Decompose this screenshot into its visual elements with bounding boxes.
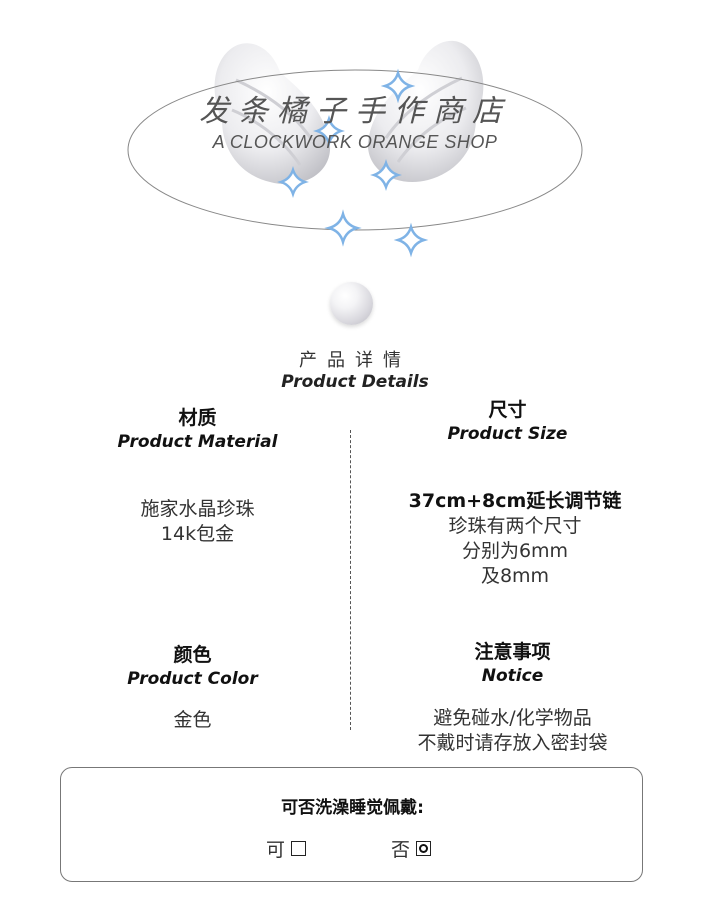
sparkle-icon bbox=[324, 209, 362, 247]
size-line: 及8mm bbox=[480, 565, 550, 587]
notice-line: 避免碰水/化学物品 bbox=[433, 707, 592, 729]
size-body: 37cm+8cm延长调节链 珍珠有两个尺寸 分别为6mm 及8mm bbox=[390, 489, 640, 589]
size-heading-en: Product Size bbox=[447, 424, 568, 444]
left-wing-icon bbox=[214, 43, 331, 185]
material-line: 14k包金 bbox=[160, 523, 235, 545]
sparkle-icon bbox=[313, 115, 345, 147]
material-body: 施家水晶珍珠 14k包金 bbox=[100, 497, 295, 547]
notice-body: 避免碰水/化学物品 不戴时请存放入密封袋 bbox=[395, 706, 630, 756]
notice-section: 注意事项 Notice bbox=[395, 640, 630, 688]
color-heading-en: Product Color bbox=[127, 669, 258, 689]
material-heading-en: Product Material bbox=[117, 432, 278, 452]
sparkle-icon bbox=[380, 68, 416, 104]
size-line: 37cm+8cm延长调节链 bbox=[408, 490, 622, 512]
logo-ellipse bbox=[127, 69, 583, 231]
brand-logo bbox=[127, 40, 583, 258]
wear-option-yes: 可 bbox=[266, 835, 307, 862]
size-line: 分别为6mm bbox=[461, 540, 569, 562]
wear-option-yes-label: 可 bbox=[266, 839, 286, 861]
material-section: 材质 Product Material bbox=[100, 406, 295, 454]
wear-question-box: 可否洗澡睡觉佩戴: 可 否 bbox=[60, 767, 643, 882]
wear-yes-checkbox bbox=[291, 841, 307, 856]
details-title-en: Product Details bbox=[281, 372, 429, 392]
brand-name-en: A CLOCKWORK ORANGE SHOP bbox=[212, 132, 498, 152]
wear-option-no-label: 否 bbox=[391, 839, 411, 861]
wear-question: 可否洗澡睡觉佩戴: bbox=[281, 798, 424, 818]
notice-heading-en: Notice bbox=[481, 666, 544, 686]
brand-name-cn: 发条橘子手作商店 bbox=[199, 94, 511, 129]
color-value: 金色 bbox=[173, 709, 212, 731]
color-section: 颜色 Product Color bbox=[100, 643, 285, 691]
details-title-cn: 产品详情 bbox=[299, 350, 411, 371]
column-divider bbox=[350, 430, 351, 730]
material-heading-cn: 材质 bbox=[178, 407, 217, 429]
wear-option-no: 否 bbox=[391, 835, 432, 862]
size-section: 尺寸 Product Size bbox=[395, 398, 620, 446]
pearl-icon bbox=[330, 282, 373, 325]
size-line: 珍珠有两个尺寸 bbox=[448, 515, 582, 537]
notice-line: 不戴时请存放入密封袋 bbox=[417, 732, 608, 754]
wear-no-checkbox bbox=[416, 841, 432, 856]
notice-heading-cn: 注意事项 bbox=[474, 641, 551, 663]
right-wing-icon bbox=[367, 40, 484, 183]
sparkle-icon bbox=[277, 166, 309, 198]
material-line: 施家水晶珍珠 bbox=[140, 498, 255, 520]
size-heading-cn: 尺寸 bbox=[488, 399, 527, 421]
sparkle-icon bbox=[393, 222, 429, 258]
color-heading-cn: 颜色 bbox=[173, 644, 212, 666]
sparkle-icon bbox=[370, 159, 402, 191]
sparkle-icons bbox=[277, 68, 429, 258]
